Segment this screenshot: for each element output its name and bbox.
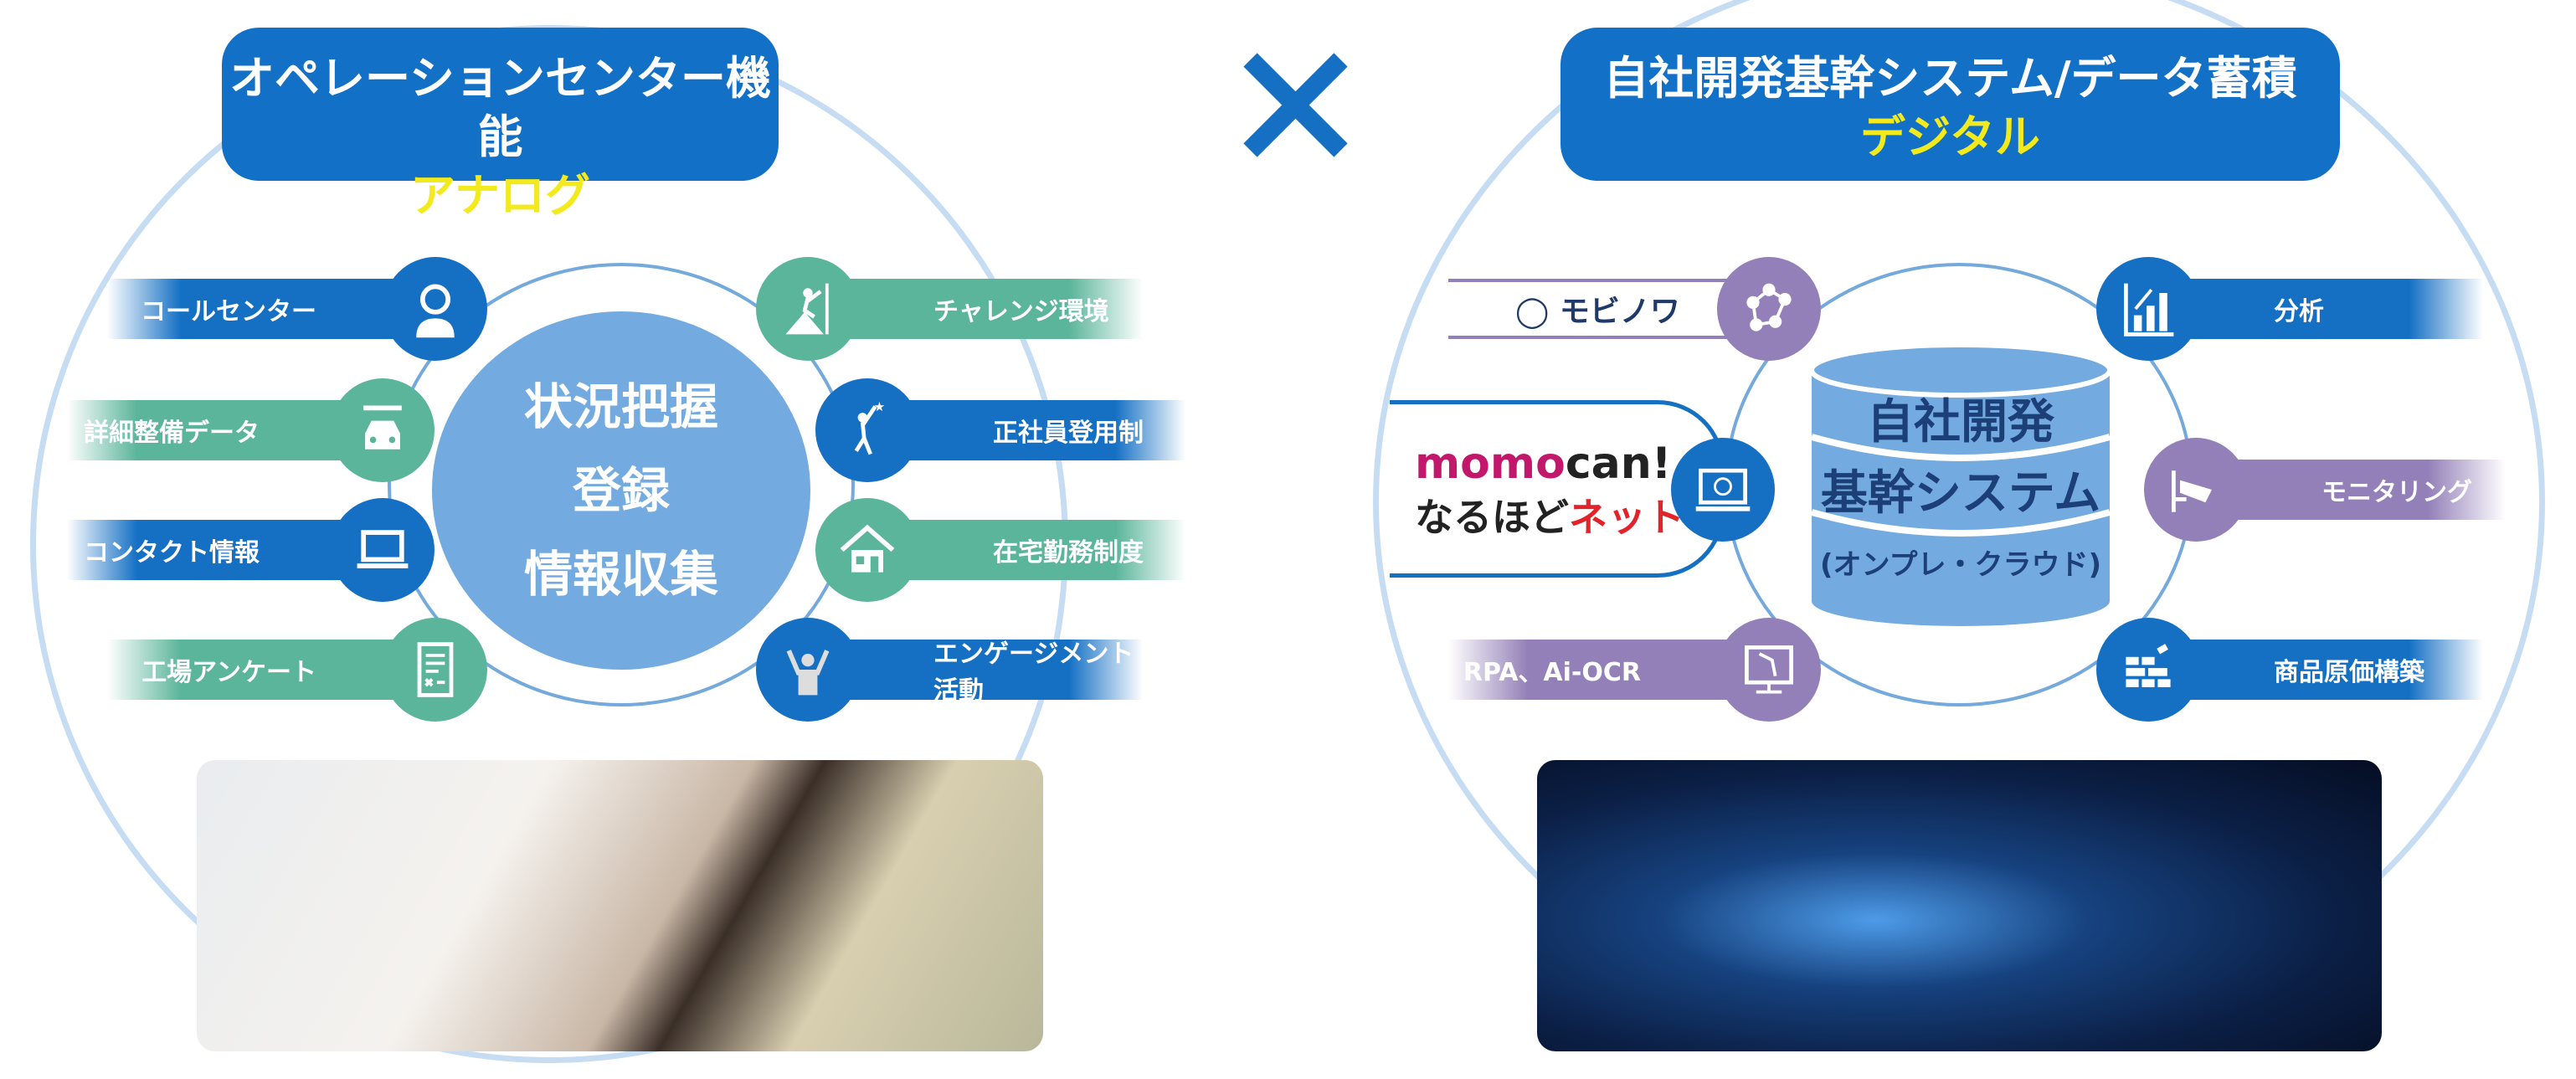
momocan-logo: momocan! [1415, 439, 1672, 489]
svg-text:★: ★ [874, 399, 886, 414]
reaching-person-icon: ★ [815, 378, 919, 482]
item-label: コンタクト情報 [84, 538, 260, 568]
item-cost-build: 商品原価構築 [2148, 640, 2483, 700]
item-label: エンゲージメント活動 [933, 640, 1134, 706]
item-label: 商品原価構築 [2274, 658, 2424, 687]
network-people-icon [1717, 257, 1821, 361]
core-line: (オンプレ・クラウド) [1819, 548, 2102, 582]
item-label: 在宅勤務制度 [993, 538, 1144, 568]
security-camera-icon [2144, 438, 2248, 542]
item-label: モニタリング [2321, 478, 2472, 507]
left-title: オペレーションセンター機能 [229, 52, 771, 163]
item-remote-work: 在宅勤務制度 [867, 520, 1185, 580]
left-header: オペレーションセンター機能 アナログ [222, 28, 779, 222]
item-label: チャレンジ環境 [933, 297, 1109, 326]
item-label: 詳細整備データ [84, 419, 260, 448]
item-engagement: エンゲージメント活動 [808, 640, 1143, 706]
item-label: 正社員登用制 [993, 419, 1144, 448]
operator-headset-icon [383, 257, 487, 361]
item-full-time: 正社員登用制 [867, 400, 1185, 460]
rpa-monitor-icon [1717, 618, 1821, 722]
naruhodo-net-logo: なるほどネット [1415, 495, 1684, 540]
right-subtitle: デジタル [1860, 110, 2040, 163]
item-label: 分析 [2274, 297, 2324, 326]
bar-chart-icon [2096, 257, 2200, 361]
core-line: 登録 [572, 462, 670, 519]
core-line: 状況把握 [523, 378, 718, 435]
left-inner-ring [388, 263, 855, 706]
core-line: 自社開発 [1867, 395, 2054, 450]
right-header: 自社開発基幹システム/データ蓄積 デジタル [1561, 28, 2340, 181]
item-label: コールセンター [141, 297, 316, 326]
right-title: 自社開発基幹システム/データ蓄積 [1603, 52, 2297, 105]
database-cylinder [1812, 345, 2110, 626]
mobinowa-logo: ◯ モビノワ [1515, 295, 1680, 329]
item-label: RPA、Ai-OCR [1463, 658, 1641, 687]
call-center-photo [197, 760, 1043, 1051]
document-form-icon [383, 618, 487, 722]
item-analysis: 分析 [2148, 279, 2483, 339]
momocan-naruhodo-box: momocan! なるほどネット [1390, 400, 1725, 578]
left-core-circle: 状況把握 登録 情報収集 [432, 311, 810, 670]
cross-icon [1243, 53, 1348, 157]
item-label: 工場アンケート [141, 658, 316, 687]
climber-icon [756, 257, 860, 361]
mobinowa-bar: ◯ モビノワ [1448, 279, 1766, 339]
cheering-person-icon [756, 618, 860, 722]
core-line: 基幹システム [1820, 466, 2101, 521]
car-wrench-icon [331, 378, 434, 482]
database-labels: 自社開発 基幹システム (オンプレ・クラウド) [1812, 389, 2110, 599]
house-icon [815, 498, 919, 602]
web-monitor-icon [1671, 438, 1775, 542]
laptop-icon [331, 498, 434, 602]
item-challenge: チャレンジ環境 [808, 279, 1143, 339]
item-rpa-ocr: RPA、Ai-OCR [1448, 640, 1766, 700]
left-subtitle: アナログ [410, 169, 590, 222]
server-room-photo [1537, 760, 2382, 1051]
bricks-icon [2096, 618, 2200, 722]
core-line: 情報収集 [523, 546, 718, 603]
